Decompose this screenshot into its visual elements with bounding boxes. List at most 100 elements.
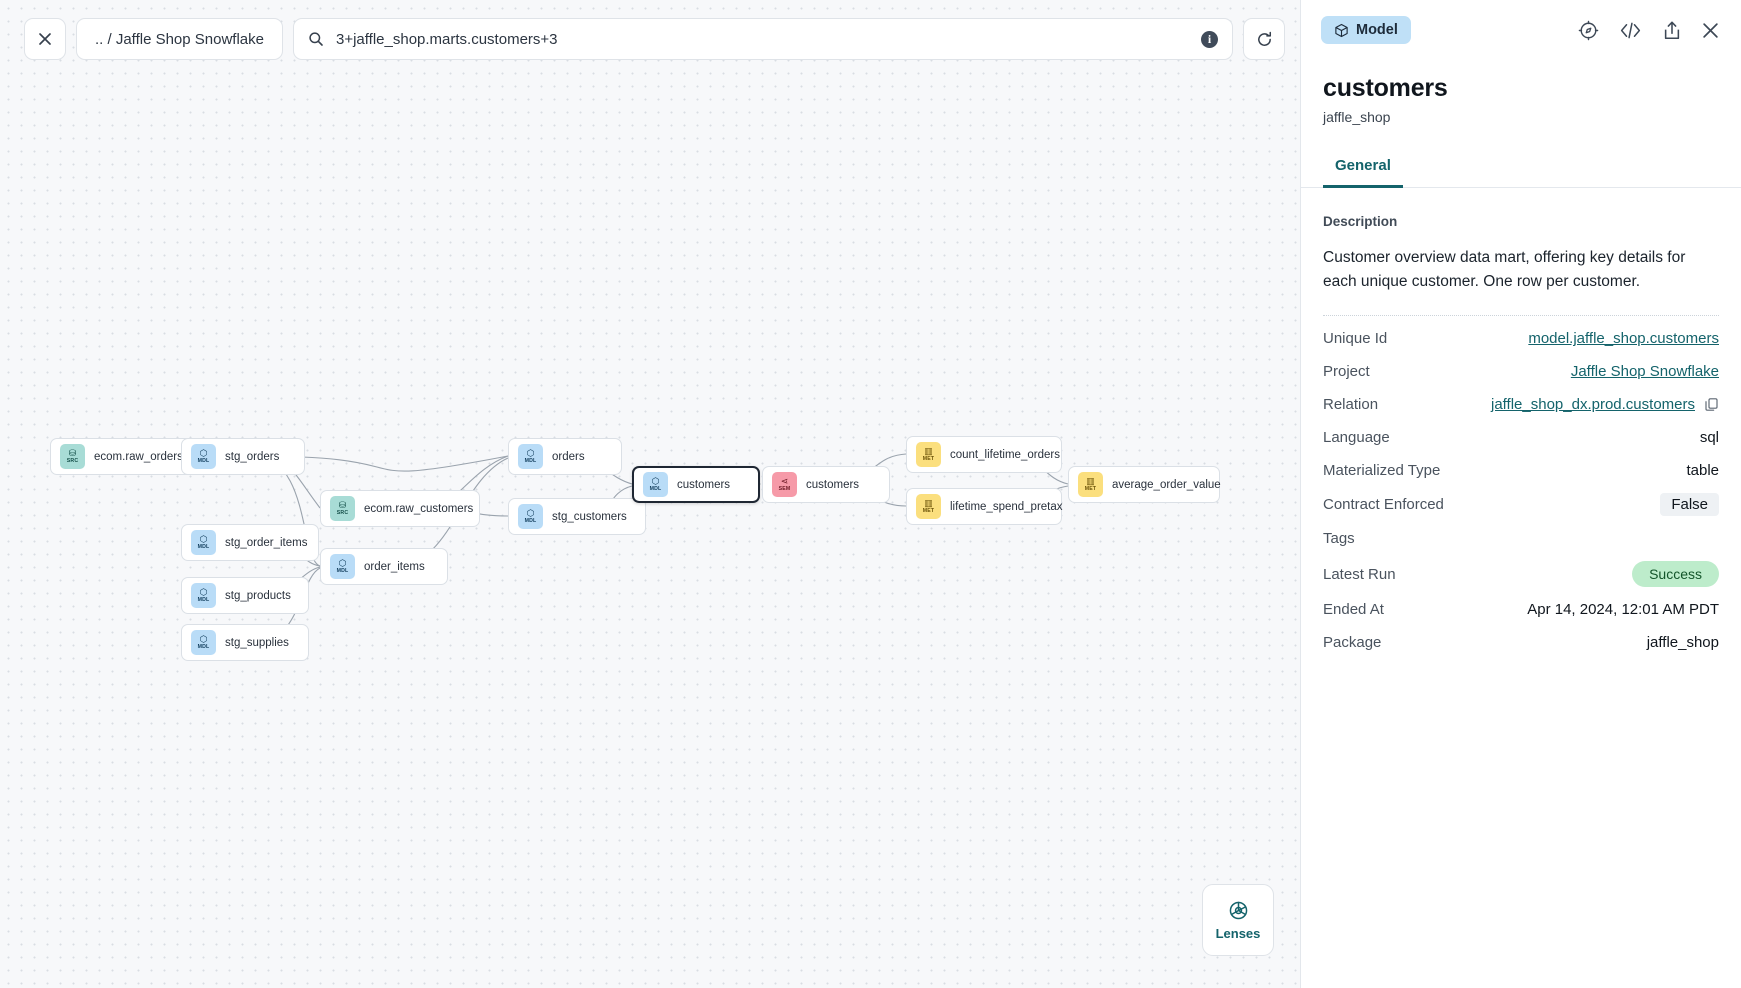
node-label: average_order_value bbox=[1112, 478, 1221, 491]
graph-node-average_order_value[interactable]: ▥MET average_order_value bbox=[1068, 466, 1221, 503]
node-label: ecom.raw_orders bbox=[94, 450, 183, 463]
detail-key: Materialized Type bbox=[1323, 462, 1441, 480]
detail-value: table bbox=[1686, 462, 1719, 480]
panel-body: Description Customer overview data mart,… bbox=[1301, 188, 1741, 659]
node-type-badge-mdl-icon: ⬡MDL bbox=[191, 630, 216, 655]
detail-value: sql bbox=[1699, 429, 1719, 447]
node-type-badge-mdl-icon: ⬡MDL bbox=[518, 444, 543, 469]
node-label: order_items bbox=[364, 560, 425, 573]
graph-node-customers_model[interactable]: ⬡MDL customers bbox=[632, 466, 760, 503]
node-label: ecom.raw_customers bbox=[364, 502, 474, 515]
breadcrumb-button[interactable]: .. / Jaffle Shop Snowflake bbox=[76, 18, 283, 60]
node-label: stg_products bbox=[225, 589, 291, 602]
detail-key: Latest Run bbox=[1323, 565, 1396, 583]
detail-value[interactable]: jaffle_shop_dx.prod.customers bbox=[1490, 396, 1695, 414]
cube-icon bbox=[1335, 23, 1348, 37]
detail-row: Contract Enforced False bbox=[1323, 487, 1719, 522]
node-type-badge-mdl-icon: ⬡MDL bbox=[191, 583, 216, 608]
node-type-badge-mdl-icon: ⬡MDL bbox=[330, 554, 355, 579]
details-panel: Model bbox=[1300, 0, 1741, 988]
lineage-canvas[interactable]: .. / Jaffle Shop Snowflake 3+jaffle_shop… bbox=[0, 0, 1300, 988]
graph-node-stg_customers[interactable]: ⬡MDL stg_customers bbox=[508, 498, 646, 535]
node-type-badge-met-icon: ▥MET bbox=[916, 442, 941, 467]
copy-icon[interactable] bbox=[1704, 397, 1719, 412]
model-type-badge[interactable]: Model bbox=[1321, 16, 1411, 44]
share-icon[interactable] bbox=[1662, 20, 1682, 41]
search-bar[interactable]: 3+jaffle_shop.marts.customers+3 i bbox=[293, 18, 1233, 60]
aperture-icon bbox=[1229, 901, 1247, 919]
graph-node-stg_supplies[interactable]: ⬡MDL stg_supplies bbox=[181, 624, 309, 661]
page-subtitle: jaffle_shop bbox=[1323, 109, 1391, 125]
detail-value: False bbox=[1660, 493, 1719, 517]
refresh-button[interactable] bbox=[1243, 18, 1285, 60]
detail-row: Language sql bbox=[1323, 421, 1719, 454]
detail-row: Package jaffle_shop bbox=[1323, 626, 1719, 659]
node-label: lifetime_spend_pretax bbox=[950, 500, 1063, 513]
lenses-button[interactable]: Lenses bbox=[1202, 884, 1274, 956]
graph-node-customers_semantic[interactable]: ⋖SEM customers bbox=[762, 466, 890, 503]
detail-key: Package bbox=[1323, 634, 1382, 652]
graph-node-ecom_raw_orders[interactable]: ⛁SRC ecom.raw_orders bbox=[50, 438, 194, 475]
detail-value[interactable]: Jaffle Shop Snowflake bbox=[1570, 363, 1719, 381]
node-label: stg_customers bbox=[552, 510, 627, 523]
detail-key: Unique Id bbox=[1323, 330, 1388, 348]
detail-key: Contract Enforced bbox=[1323, 496, 1444, 514]
search-input[interactable]: 3+jaffle_shop.marts.customers+3 bbox=[336, 30, 558, 48]
explore-icon[interactable] bbox=[1578, 20, 1599, 41]
node-label: stg_supplies bbox=[225, 636, 289, 649]
panel-tabs: General bbox=[1301, 151, 1741, 188]
detail-key: Ended At bbox=[1323, 601, 1384, 619]
detail-key: Tags bbox=[1323, 530, 1355, 548]
node-label: orders bbox=[552, 450, 585, 463]
graph-node-lifetime_spend_pretax[interactable]: ▥MET lifetime_spend_pretax bbox=[906, 488, 1063, 525]
graph-node-ecom_raw_customers[interactable]: ⛁SRC ecom.raw_customers bbox=[320, 490, 480, 527]
close-icon[interactable] bbox=[1702, 22, 1719, 39]
graph-node-order_items[interactable]: ⬡MDL order_items bbox=[320, 548, 448, 585]
node-type-badge-src-icon: ⛁SRC bbox=[60, 444, 85, 469]
search-icon bbox=[309, 32, 323, 46]
detail-row: Materialized Type table bbox=[1323, 454, 1719, 487]
detail-value[interactable]: model.jaffle_shop.customers bbox=[1528, 330, 1719, 348]
node-label: count_lifetime_orders bbox=[950, 448, 1060, 461]
breadcrumb: .. / Jaffle Shop Snowflake bbox=[95, 30, 264, 48]
node-label: customers bbox=[806, 478, 860, 491]
close-icon bbox=[39, 33, 51, 45]
detail-row: Relation jaffle_shop_dx.prod.customers bbox=[1323, 388, 1719, 421]
graph-node-stg_orders[interactable]: ⬡MDL stg_orders bbox=[181, 438, 305, 475]
detail-row: Unique Id model.jaffle_shop.customers bbox=[1323, 322, 1719, 355]
canvas-toolbar: .. / Jaffle Shop Snowflake 3+jaffle_shop… bbox=[24, 18, 1285, 60]
node-type-badge-mdl-icon: ⬡MDL bbox=[191, 444, 216, 469]
graph-node-orders[interactable]: ⬡MDL orders bbox=[508, 438, 622, 475]
node-type-badge-mdl-icon: ⬡MDL bbox=[643, 472, 668, 497]
description-text: Customer overview data mart, offering ke… bbox=[1323, 249, 1686, 290]
node-type-badge-mdl-icon: ⬡MDL bbox=[518, 504, 543, 529]
node-type-badge-mdl-icon: ⬡MDL bbox=[191, 530, 216, 555]
detail-value: jaffle_shop bbox=[1646, 634, 1719, 652]
panel-toolbar: Model bbox=[1301, 0, 1741, 60]
node-label: stg_orders bbox=[225, 450, 280, 463]
code-icon[interactable] bbox=[1619, 20, 1642, 41]
page-title: customers bbox=[1323, 74, 1448, 102]
node-type-badge-sem-icon: ⋖SEM bbox=[772, 472, 797, 497]
node-type-badge-met-icon: ▥MET bbox=[1078, 472, 1103, 497]
node-label: stg_order_items bbox=[225, 536, 308, 549]
node-type-badge-src-icon: ⛁SRC bbox=[330, 496, 355, 521]
detail-key: Relation bbox=[1323, 396, 1379, 414]
detail-row: Tags bbox=[1323, 522, 1719, 555]
refresh-icon bbox=[1257, 31, 1271, 46]
detail-key: Language bbox=[1323, 429, 1390, 447]
description-label: Description bbox=[1323, 214, 1398, 229]
section-divider bbox=[1323, 315, 1719, 317]
node-type-badge-met-icon: ▥MET bbox=[916, 494, 941, 519]
graph-node-stg_order_items[interactable]: ⬡MDL stg_order_items bbox=[181, 524, 319, 561]
detail-row: Project Jaffle Shop Snowflake bbox=[1323, 355, 1719, 388]
tab-general[interactable]: General bbox=[1323, 151, 1403, 188]
close-graph-button[interactable] bbox=[24, 18, 66, 60]
detail-key: Project bbox=[1323, 363, 1370, 381]
graph-node-stg_products[interactable]: ⬡MDL stg_products bbox=[181, 577, 309, 614]
node-label: customers bbox=[677, 478, 731, 491]
graph-node-count_lifetime_orders[interactable]: ▥MET count_lifetime_orders bbox=[906, 436, 1062, 473]
info-icon[interactable]: i bbox=[1201, 30, 1218, 48]
